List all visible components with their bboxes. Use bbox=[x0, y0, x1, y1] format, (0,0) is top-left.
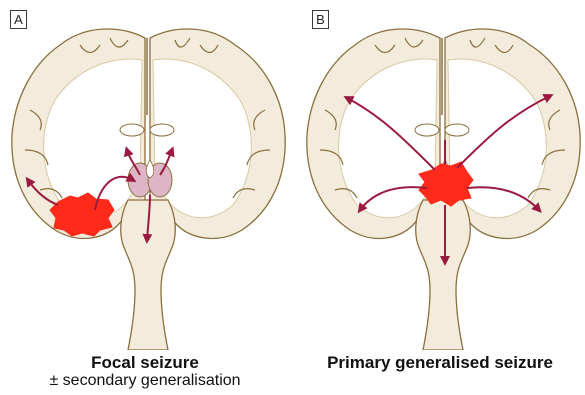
caption-title-b: Primary generalised seizure bbox=[295, 354, 585, 372]
panel-focal-seizure: A Focal bbox=[0, 0, 290, 395]
brain-coronal-diagram-b bbox=[295, 0, 585, 350]
caption-title-a: Focal seizure bbox=[0, 354, 290, 372]
caption-a: Focal seizure ± secondary generalisation bbox=[0, 354, 290, 389]
caption-b: Primary generalised seizure bbox=[295, 354, 585, 372]
caption-subtitle-a: ± secondary generalisation bbox=[0, 372, 290, 389]
brain-coronal-diagram-a bbox=[0, 0, 290, 350]
panel-generalised-seizure: B Primary generalised seizure bbox=[295, 0, 585, 395]
